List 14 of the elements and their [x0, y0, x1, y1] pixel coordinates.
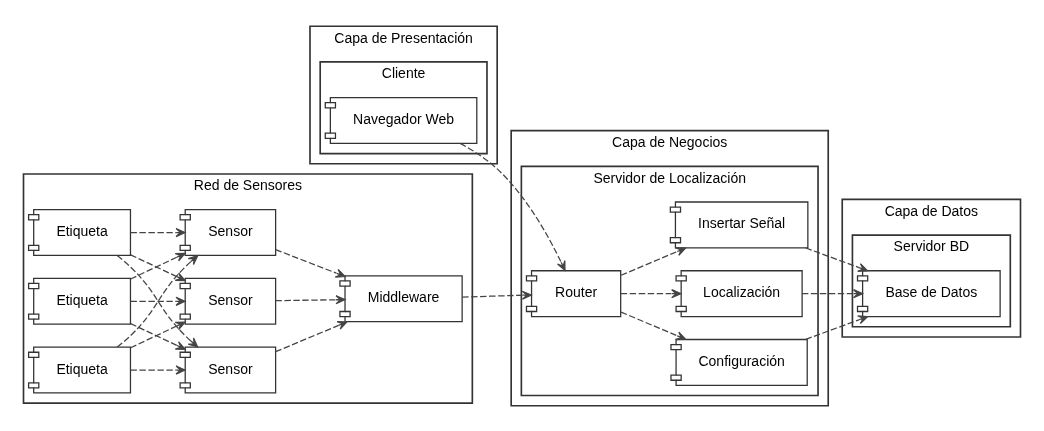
arrow — [461, 290, 532, 300]
arrow — [805, 246, 869, 272]
arrow — [805, 314, 869, 340]
arrow — [130, 296, 186, 306]
arrow — [275, 248, 346, 278]
arrow — [620, 310, 687, 340]
arrow — [275, 320, 348, 352]
arrow — [130, 364, 186, 375]
arrow — [275, 294, 346, 304]
arrow — [620, 288, 682, 298]
arrow — [620, 246, 687, 276]
arrow — [130, 227, 186, 237]
arrow — [116, 254, 199, 348]
arrow — [801, 288, 864, 298]
